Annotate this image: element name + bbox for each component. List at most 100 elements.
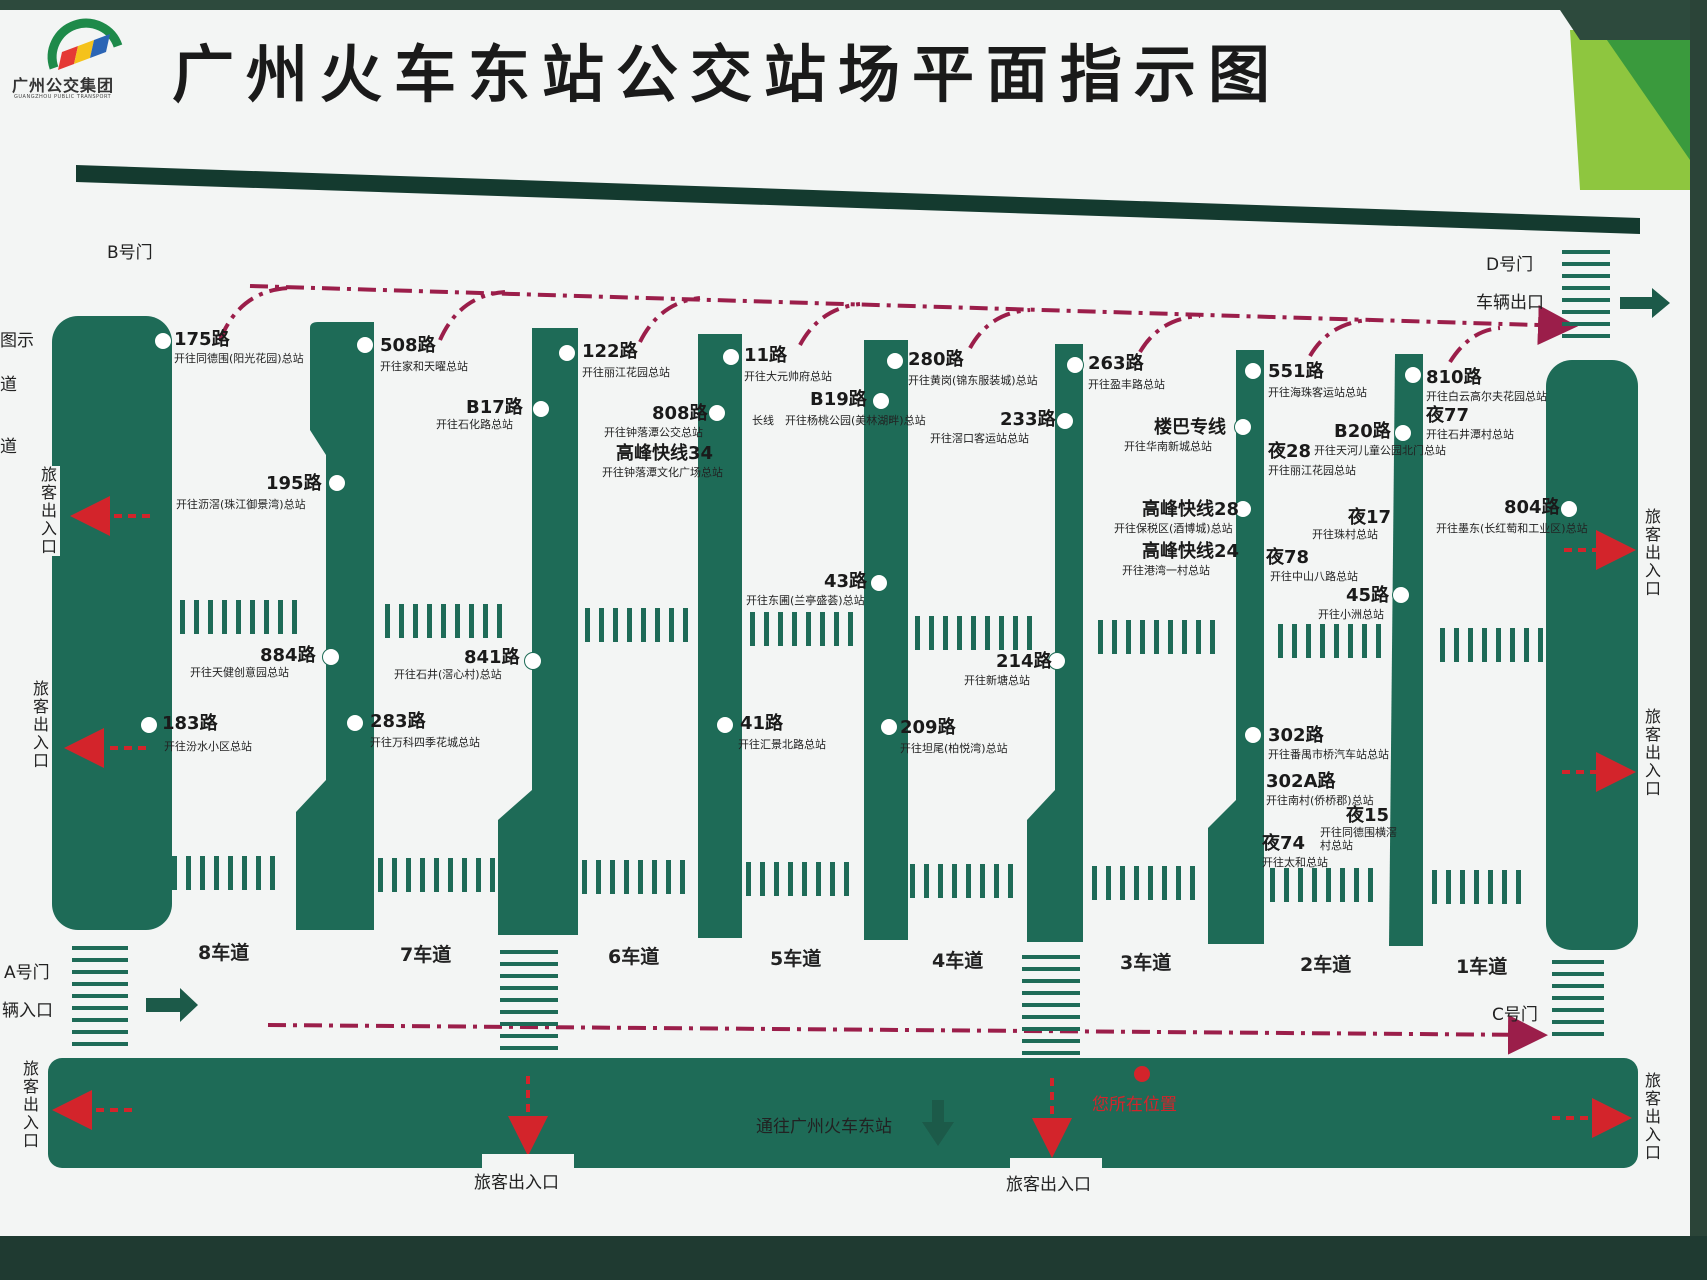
- you-are-here-label: 您所在位置: [1092, 1095, 1177, 1115]
- stop-dot: [532, 400, 550, 418]
- route-destination: 开往珠村总站: [1312, 528, 1378, 541]
- route-number: 233路: [1000, 409, 1056, 430]
- stop-dot: [1392, 586, 1410, 604]
- stop-dot: [1234, 418, 1252, 436]
- crosswalk-upper: [180, 600, 1543, 662]
- stop-dot: [708, 404, 726, 422]
- stop-dot: [1244, 362, 1262, 380]
- platform-1: [1389, 354, 1423, 946]
- route-number: 夜78: [1266, 547, 1310, 568]
- route-number: 810路: [1426, 367, 1482, 388]
- lane-label-5: 5车道: [770, 948, 822, 970]
- to-station-label: 通往广州火车东站: [756, 1117, 892, 1137]
- page-title: 广州火车东站公交站场平面指示图: [172, 38, 1283, 111]
- route-destination: 开往黄岗(锦东服装城)总站: [908, 374, 1038, 387]
- route-number: 43路: [824, 571, 868, 592]
- route-number: 高峰快线34: [616, 443, 714, 464]
- route-destination: 开往小洲总站: [1318, 608, 1384, 621]
- route-number: 122路: [582, 341, 638, 362]
- stop-dot: [524, 652, 542, 670]
- lane-label-6: 6车道: [608, 946, 660, 968]
- route-destination: 开往坦尾(柏悦湾)总站: [900, 742, 1008, 755]
- route-destination: 开往沥滘(珠江御景湾)总站: [176, 498, 306, 511]
- route-destination: 开往新塘总站: [964, 674, 1030, 687]
- gzpt-logo: [14, 6, 144, 106]
- route-number: 高峰快线28: [1142, 499, 1240, 520]
- board-frame-right: [1690, 0, 1707, 1280]
- route-number: 183路: [162, 713, 218, 734]
- passenger-exit-right-lower: 旅客出入口: [1642, 708, 1664, 798]
- lane-label-1: 1车道: [1456, 956, 1508, 978]
- route-destination: 开往同德围(阳光花园)总站: [174, 352, 304, 365]
- route-destination: 开往石化路总站: [436, 418, 513, 431]
- gate-b-label: B号门: [107, 243, 153, 263]
- stop-dot: [870, 574, 888, 592]
- route-number: 41路: [740, 713, 784, 734]
- route-destination: 开往保税区(酒博城)总站: [1114, 522, 1233, 535]
- route-destination: 开往海珠客运站总站: [1268, 386, 1367, 399]
- route-number: 263路: [1088, 353, 1144, 374]
- you-are-here-marker: [1134, 1066, 1150, 1082]
- stop-dot: [322, 648, 340, 666]
- route-number: 夜17: [1348, 507, 1392, 528]
- stop-dot: [722, 348, 740, 366]
- platform-4: [864, 340, 908, 940]
- passenger-exit-left-upper: 旅客出入口: [38, 466, 60, 556]
- route-destination: 开往盈丰路总站: [1088, 378, 1165, 391]
- route-number: 508路: [380, 335, 436, 356]
- stop-dot: [1048, 652, 1066, 670]
- route-destination: 开往港湾一村总站: [1122, 564, 1210, 577]
- route-number: 302路: [1268, 725, 1324, 746]
- route-number: 夜74: [1262, 833, 1306, 854]
- gate-d-label: D号门: [1486, 255, 1534, 275]
- stop-dot: [1066, 356, 1084, 374]
- stop-dot: [886, 352, 904, 370]
- stop-dot: [1234, 500, 1252, 518]
- vehicle-entrance-label: 辆入口: [2, 1001, 53, 1021]
- route-number: 175路: [174, 329, 230, 350]
- route-number: 11路: [744, 345, 788, 366]
- route-number: 302A路: [1266, 771, 1336, 792]
- route-destination: 开往丽江花园总站: [582, 366, 670, 379]
- route-destination: 开往汾水小区总站: [164, 740, 252, 753]
- passenger-exit-bottom-mid-1: 旅客出入口: [474, 1173, 559, 1193]
- logo-subtext: GUANGZHOU PUBLIC TRANSPORT: [14, 94, 112, 100]
- logo-text: 广州公交集团: [12, 76, 115, 95]
- route-destination: 开往白云高尔夫花园总站: [1426, 390, 1547, 403]
- corner-decoration: [1560, 10, 1690, 190]
- gate-c-label: C号门: [1492, 1005, 1538, 1025]
- route-number: 高峰快线24: [1142, 541, 1240, 562]
- route-number: 夜28: [1268, 441, 1312, 462]
- board-frame-bottom: [0, 1236, 1707, 1280]
- legend-fragment: 道: [0, 375, 17, 395]
- route-destination: 开往石井潭村总站: [1426, 428, 1514, 441]
- platform-east: [1546, 360, 1638, 950]
- route-number: 45路: [1346, 585, 1390, 606]
- route-number: 884路: [260, 645, 316, 666]
- stop-dot: [328, 474, 346, 492]
- route-number: 280路: [908, 349, 964, 370]
- passenger-exit-bottom-right: 旅客出入口: [1642, 1072, 1664, 1162]
- vehicle-arrows: [146, 288, 1670, 1146]
- board-frame-top: [0, 0, 1707, 10]
- route-number: 283路: [370, 711, 426, 732]
- route-destination: 开往大元帅府总站: [744, 370, 832, 383]
- exit-arrows: [52, 496, 1636, 1158]
- route-flow-bottom: [267, 1014, 1548, 1055]
- route-number: 夜77: [1426, 405, 1470, 426]
- platform-2: [1208, 350, 1264, 944]
- platform-8-west: [52, 316, 172, 930]
- route-number: 夜15: [1346, 805, 1390, 826]
- legend-fragment: 图示: [0, 331, 34, 351]
- route-destination: 开往天健创意园总站: [190, 666, 289, 679]
- stop-dot: [346, 714, 364, 732]
- route-destination: 开往东圃(兰亭盛荟)总站: [746, 594, 865, 607]
- stop-dot: [558, 344, 576, 362]
- passenger-exit-right-upper: 旅客出入口: [1642, 508, 1664, 598]
- route-destination: 开往丽江花园总站: [1268, 464, 1356, 477]
- route-destination: 开往钟落潭文化广场总站: [602, 466, 723, 479]
- passenger-exit-left-lower: 旅客出入口: [30, 680, 52, 770]
- route-flow-top: [218, 284, 1578, 364]
- route-number: B20路: [1334, 421, 1391, 442]
